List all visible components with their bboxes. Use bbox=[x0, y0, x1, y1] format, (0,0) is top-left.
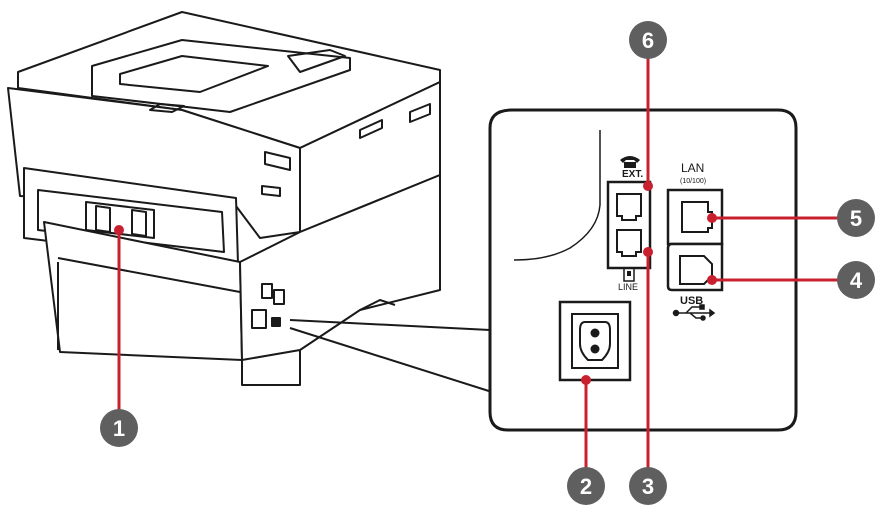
usb-trident-icon bbox=[672, 304, 716, 321]
callout-1: 1 bbox=[100, 409, 138, 447]
svg-text:2: 2 bbox=[580, 474, 592, 499]
lan-port[interactable] bbox=[681, 201, 713, 233]
callout-3: 3 bbox=[629, 467, 667, 505]
telephone-icon bbox=[620, 156, 640, 168]
leader-dots bbox=[114, 181, 717, 385]
line-port[interactable] bbox=[616, 229, 642, 257]
svg-text:6: 6 bbox=[642, 28, 654, 53]
usb-label: USB bbox=[680, 295, 703, 307]
callout-2: 2 bbox=[567, 467, 605, 505]
zoom-lines bbox=[289, 319, 493, 393]
leader-lines bbox=[117, 56, 840, 470]
chassis-edge bbox=[513, 130, 601, 261]
ext-label: EXT. bbox=[622, 169, 643, 180]
svg-text:3: 3 bbox=[642, 474, 654, 499]
lan-label: LAN bbox=[681, 161, 704, 175]
printer-port-a bbox=[261, 283, 273, 299]
printer-port-power bbox=[251, 309, 267, 329]
ext-port[interactable] bbox=[616, 193, 642, 221]
svg-text:1: 1 bbox=[113, 416, 125, 441]
line-label: LINE bbox=[618, 282, 638, 292]
ac-inlet[interactable] bbox=[579, 321, 611, 361]
wall-jack-icon bbox=[623, 267, 635, 282]
lan-speed-label: (10/100) bbox=[680, 178, 706, 185]
callout-6: 6 bbox=[629, 21, 667, 59]
printer-illustration bbox=[7, 11, 441, 386]
right-body-lower bbox=[239, 174, 441, 361]
callout-4: 4 bbox=[837, 261, 875, 299]
port-detail-panel: EXT. LINE LAN (10/100) USB bbox=[488, 108, 798, 432]
detail-panel-frame bbox=[488, 108, 798, 432]
svg-text:4: 4 bbox=[850, 268, 863, 293]
callout-5: 5 bbox=[837, 199, 875, 237]
svg-text:5: 5 bbox=[850, 206, 862, 231]
adf-tray bbox=[91, 39, 351, 113]
printer-port-b bbox=[273, 289, 285, 305]
